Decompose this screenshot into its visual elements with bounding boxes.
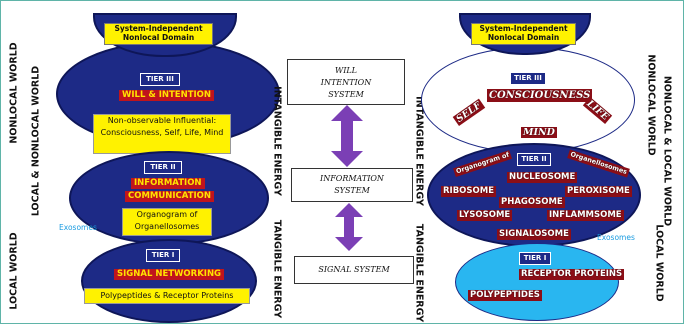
signal-system-box: SIGNAL SYSTEM (294, 256, 414, 284)
label-nonlocal-world-left: NONLOCAL WORLD (8, 42, 20, 144)
nucleosome-word: NUCLEOSOME (507, 172, 578, 183)
label-intangible-energy-right: INTANGIBLE ENERGY (413, 96, 425, 206)
double-arrow-upper (331, 105, 363, 167)
information-system-box: INFORMATION SYSTEM (291, 168, 413, 202)
label-intangible-energy-middle: INTANGIBLE ENERGY (271, 86, 283, 196)
right-domain-box: System-Independent Nonlocal Domain (471, 23, 576, 45)
lysosome-word: LYSOSOME (457, 210, 513, 221)
left-domain-box: System-Independent Nonlocal Domain (104, 23, 213, 45)
will-text: WILL (334, 66, 357, 75)
signalosome-word: SIGNALOSOME (497, 229, 571, 240)
left-information-label: INFORMATION (131, 178, 205, 189)
intention-text: INTENTION (320, 78, 372, 87)
left-polypeptides-box: Polypeptides & Receptor Proteins (84, 288, 250, 304)
label-nonlocal-local-world: NONLOCAL & LOCAL WORLD (661, 75, 673, 227)
phagosome-word: PHAGOSOME (499, 197, 565, 208)
right-tier2-badge: TIER II (517, 153, 551, 166)
label-tangible-energy-middle: TANGIBLE ENERGY (271, 219, 283, 319)
polypeptides-word: POLYPEPTIDES (468, 290, 542, 301)
right-tier3-badge: TIER III (510, 72, 546, 85)
label-nonlocal-world-right: NONLOCAL WORLD (645, 54, 657, 156)
label-local-nonlocal-world: LOCAL & NONLOCAL WORLD (30, 65, 42, 217)
peroxisome-word: PEROXISOME (565, 186, 632, 197)
left-will-intention-label: WILL & INTENTION (119, 90, 214, 101)
left-tier1-ellipse (81, 239, 257, 323)
system-text: SYSTEM (328, 90, 364, 99)
double-arrow-lower (335, 203, 363, 251)
left-exosomes-label: Exosomes (59, 223, 97, 232)
left-nonobservable-box: Non-observable Influential: Consciousnes… (93, 114, 231, 154)
will-intention-system-box: WILL INTENTION SYSTEM (287, 59, 405, 105)
left-organogram-box: Organogram of Organellosomes (122, 208, 212, 236)
information-text: INFORMATION (320, 174, 384, 183)
ribosome-word: RIBOSOME (441, 186, 497, 197)
label-local-world-right: LOCAL WORLD (653, 224, 665, 302)
left-domain-text: System-Independent Nonlocal Domain (114, 24, 203, 42)
mind-word: MIND (521, 127, 557, 138)
right-tier1-badge: TIER I (519, 252, 551, 265)
right-domain-text: System-Independent Nonlocal Domain (479, 24, 568, 42)
info-system-text: SYSTEM (334, 186, 370, 195)
left-tier2-badge: TIER II (144, 161, 182, 174)
receptor-proteins-word: RECEPTOR PROTEINS (519, 269, 625, 280)
right-exosomes-label: Exosomes (597, 233, 635, 242)
inflammsome-word: INFLAMMSOME (547, 210, 624, 221)
label-tangible-energy-right: TANGIBLE ENERGY (413, 223, 425, 323)
label-local-world-left: LOCAL WORLD (8, 232, 20, 310)
left-tier1-badge: TIER I (146, 249, 180, 262)
left-tier3-badge: TIER III (140, 73, 180, 86)
consciousness-word: CONSCIOUSNESS (487, 89, 593, 102)
left-communication-label: COMMUNICATION (125, 191, 215, 202)
left-signal-networking-label: SIGNAL NETWORKING (114, 269, 225, 280)
